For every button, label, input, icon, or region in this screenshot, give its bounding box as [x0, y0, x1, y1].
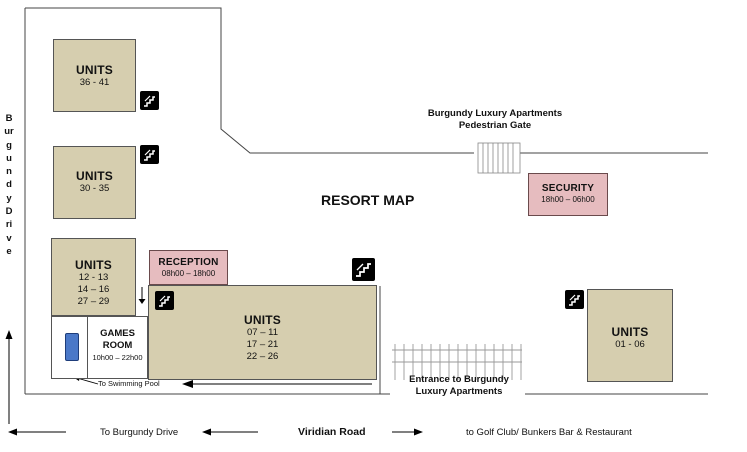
down-arrow-icon — [138, 287, 146, 304]
unit-label: UNITS — [76, 169, 113, 183]
gate-icon — [477, 142, 521, 174]
fence-icon — [392, 344, 522, 380]
left-arrow-icon — [182, 380, 372, 388]
games-room-label: GAMES ROOM — [100, 328, 135, 351]
map-title: RESORT MAP — [321, 192, 415, 208]
units-36-41-building[interactable]: UNITS 36 - 41 — [53, 39, 136, 112]
unit-label: UNITS — [244, 313, 281, 327]
unit-numbers: 07 – 11 17 – 21 22 – 26 — [246, 327, 279, 362]
units-07-26-building[interactable]: UNITS 07 – 11 17 – 21 22 – 26 — [148, 285, 377, 380]
entrance-label: Entrance to Burgundy Luxury Apartments — [409, 374, 509, 397]
road-left-label: To Burgundy Drive — [100, 427, 179, 438]
unit-numbers: 01 - 06 — [615, 339, 645, 350]
stairs-icon — [155, 291, 174, 310]
stairs-icon — [140, 145, 159, 164]
unit-numbers: 36 - 41 — [79, 77, 110, 88]
pool-area[interactable] — [51, 316, 88, 379]
stairs-icon — [140, 91, 159, 110]
reception-label: RECEPTION — [158, 257, 219, 268]
up-arrow-icon — [5, 330, 13, 424]
pedestrian-gate-label: Burgundy Luxury Apartments Pedestrian Ga… — [427, 108, 563, 131]
road-name-label: Viridian Road — [298, 426, 366, 438]
road-arrow-left-2 — [202, 428, 258, 436]
security-building[interactable]: SECURITY 18h00 – 06h00 — [528, 173, 608, 216]
security-label: SECURITY — [541, 183, 595, 194]
units-12-29-building[interactable]: UNITS 12 - 13 14 – 16 27 – 29 — [51, 238, 136, 316]
burgundy-drive-label: Burgundy Drive — [3, 112, 15, 258]
stairs-icon — [565, 290, 584, 309]
games-room[interactable]: GAMES ROOM 10h00 – 22h00 — [87, 316, 148, 379]
units-30-35-building[interactable]: UNITS 30 - 35 — [53, 146, 136, 219]
road-right-label: to Golf Club/ Bunkers Bar & Restaurant — [466, 427, 632, 438]
unit-label: UNITS — [75, 258, 112, 272]
unit-label: UNITS — [76, 63, 113, 77]
swimming-pool-label[interactable]: To Swimming Pool — [98, 379, 160, 388]
property-boundary — [25, 7, 474, 154]
unit-numbers: 12 - 13 14 – 16 27 – 29 — [77, 272, 110, 307]
stairs-icon — [352, 258, 375, 281]
burgundy-drive-text: Burgundy Drive — [4, 113, 14, 257]
reception-hours: 08h00 – 18h00 — [161, 269, 216, 278]
road-arrow-left-1 — [8, 428, 66, 436]
reception-building[interactable]: RECEPTION 08h00 – 18h00 — [149, 250, 228, 285]
unit-label: UNITS — [611, 325, 649, 339]
unit-numbers: 30 - 35 — [79, 183, 110, 194]
games-room-hours: 10h00 – 22h00 — [92, 353, 143, 362]
units-01-06-building[interactable]: UNITS 01 - 06 — [587, 289, 673, 382]
security-hours: 18h00 – 06h00 — [541, 195, 595, 204]
swimming-pool — [65, 333, 79, 361]
road-arrow-right — [392, 428, 423, 436]
